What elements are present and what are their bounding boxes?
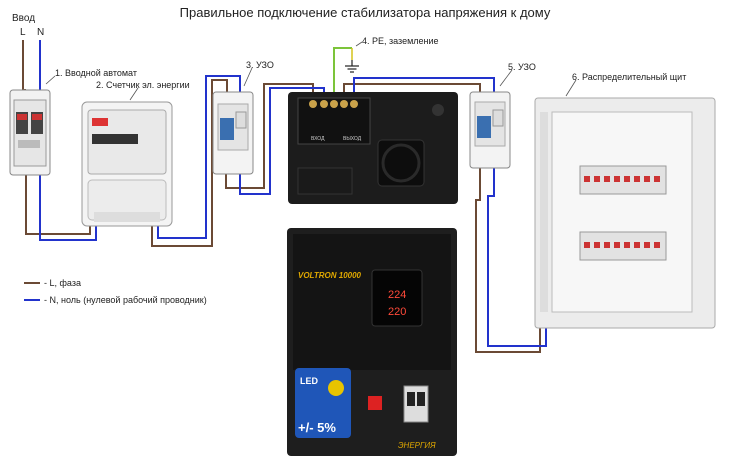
label-energy-meter: 2. Счетчик эл. энергии — [96, 80, 190, 90]
stabilizer-accuracy: +/- 5% — [298, 420, 336, 435]
input-neutral-label: N — [37, 27, 45, 38]
neutral-wire-rcd-panel — [487, 168, 547, 347]
phase-wire-rcd-stab — [225, 83, 314, 189]
neutral-wires — [39, 40, 547, 347]
ground-wire — [333, 47, 352, 100]
stabilizer-led-label: LED — [300, 376, 319, 386]
input-breaker — [9, 89, 51, 176]
phase-wire-meter-rcd — [151, 79, 228, 247]
label-pe-ground: 4. PE, заземление — [362, 36, 439, 46]
phase-wire-rcd-panel — [475, 168, 541, 353]
panel-breaker-row-bottom — [579, 231, 667, 261]
neutral-wire-rcd-stab — [239, 87, 325, 195]
phase-wire-input — [22, 40, 26, 91]
phase-wire-breaker-meter — [25, 175, 91, 235]
legend-phase-text: - L, фаза — [44, 278, 81, 288]
label-rcd-output: 5. УЗО — [508, 62, 536, 72]
neutral-wire-breaker-meter — [39, 175, 97, 241]
panel-breaker-row-top — [579, 165, 667, 195]
label-distribution-panel: 6. Распределительный щит — [572, 72, 687, 82]
stabilizer-input-voltage: 224 — [388, 289, 406, 301]
stabilizer-output-voltage: 220 — [388, 306, 406, 318]
stabilizer-brand: VOLTRON 10000 — [298, 271, 362, 280]
input-header: Ввод — [12, 13, 36, 24]
rcd-output — [469, 91, 511, 169]
rcd-input — [212, 91, 254, 175]
energy-meter — [81, 101, 173, 227]
label-leaders — [45, 41, 577, 101]
input-line-label: L — [20, 27, 26, 38]
diagram-title: Правильное подключение стабилизатора нап… — [179, 5, 551, 20]
terminal-out-label: ВЫХОД — [343, 136, 362, 142]
label-input-breaker: 1. Вводной автомат — [55, 68, 137, 78]
voltage-stabilizer — [287, 228, 457, 456]
stabilizer-terminal-block — [288, 92, 458, 204]
neutral-wire-meter-rcd — [157, 75, 241, 239]
label-rcd-input: 3. УЗО — [246, 60, 274, 70]
neutral-wire-stab-rcd — [353, 77, 495, 100]
distribution-panel — [534, 97, 716, 329]
stabilizer-maker: ЭНЕРГИЯ — [398, 441, 436, 450]
legend-neutral-text: - N, ноль (нулевой рабочий проводник) — [44, 295, 207, 305]
terminal-in-label: ВХОД — [311, 136, 325, 142]
ground-symbol — [345, 60, 359, 73]
